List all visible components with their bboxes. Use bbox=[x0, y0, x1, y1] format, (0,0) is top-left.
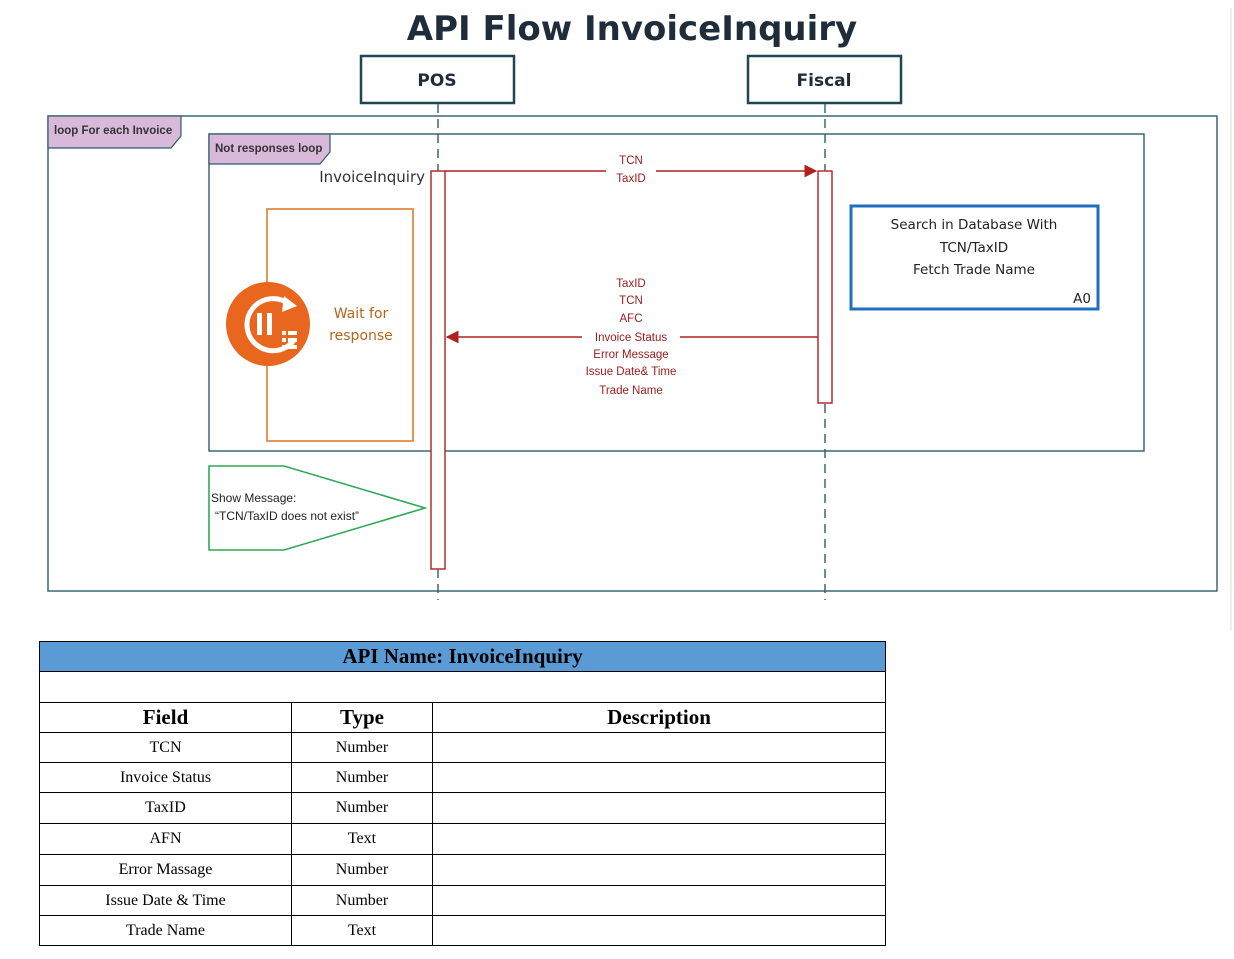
field-cell: AFN bbox=[39, 823, 292, 855]
field-cell: Invoice Status bbox=[39, 762, 292, 793]
loop-frame-tag bbox=[47, 115, 182, 149]
description-cell bbox=[431, 915, 887, 946]
column-header-description: Description bbox=[431, 702, 887, 733]
column-header-field: Field bbox=[39, 702, 292, 733]
type-cell: Number bbox=[291, 762, 433, 793]
actor-fiscal-label: Fiscal bbox=[797, 71, 852, 91]
db-note-line: TCN/TaxID bbox=[939, 240, 1008, 256]
field-cell: Trade Name bbox=[39, 915, 292, 946]
type-cell: Number bbox=[291, 854, 433, 886]
pause-refresh-icon bbox=[226, 282, 310, 366]
table-row: TCN Number bbox=[39, 732, 887, 763]
request-line: TCN bbox=[619, 155, 643, 167]
actor-pos-label: POS bbox=[417, 71, 456, 91]
description-cell bbox=[431, 792, 887, 824]
loop-frame-label: loop For each Invoice bbox=[54, 125, 172, 137]
wait-line: response bbox=[329, 328, 393, 344]
database-search-note: Search in Database With TCN/TaxID Fetch … bbox=[849, 204, 1100, 311]
not-responses-frame-label: Not responses loop bbox=[215, 143, 322, 155]
diagram-title: API Flow InvoiceInquiry bbox=[407, 9, 857, 49]
table-row: TaxID Number bbox=[39, 792, 887, 824]
table-row: AFN Text bbox=[39, 823, 887, 855]
call-label: InvoiceInquiry bbox=[319, 168, 425, 186]
table-row: Issue Date & Time Number bbox=[39, 885, 887, 916]
loop-frame: loop For each Invoice bbox=[47, 115, 1218, 592]
response-line: Error Message bbox=[593, 349, 668, 361]
field-cell: TaxID bbox=[39, 792, 292, 824]
description-cell bbox=[431, 885, 887, 916]
sequence-diagram: API Flow InvoiceInquiry POS Fiscal loop … bbox=[47, 8, 1232, 630]
api-field-table: API Name: InvoiceInquiry Field Type Desc… bbox=[38, 641, 887, 946]
api-name-header: API Name: InvoiceInquiry bbox=[38, 641, 887, 672]
table-row: Invoice Status Number bbox=[39, 762, 887, 793]
description-cell bbox=[431, 823, 887, 855]
response-line: TCN bbox=[619, 295, 643, 307]
db-note-line: Search in Database With bbox=[891, 217, 1058, 233]
type-cell: Number bbox=[291, 885, 433, 916]
db-note-line: Fetch Trade Name bbox=[913, 262, 1035, 278]
fiscal-activation-bar bbox=[817, 170, 833, 404]
request-line: TaxID bbox=[616, 173, 645, 185]
field-cell: TCN bbox=[39, 732, 292, 763]
response-line: AFC bbox=[620, 313, 643, 325]
show-message-line: Show Message: bbox=[211, 491, 296, 505]
not-responses-frame: Not responses loop bbox=[208, 133, 1145, 452]
type-cell: Text bbox=[291, 915, 433, 946]
description-cell bbox=[431, 762, 887, 793]
response-label-bg bbox=[582, 274, 680, 396]
pos-activation-bar bbox=[430, 170, 446, 570]
wait-line: Wait for bbox=[334, 306, 389, 322]
field-cell: Error Massage bbox=[39, 854, 292, 886]
type-cell: Number bbox=[291, 732, 433, 763]
type-cell: Number bbox=[291, 792, 433, 824]
field-cell: Issue Date & Time bbox=[39, 885, 292, 916]
show-message-shape: Show Message: “TCN/TaxID does not exist” bbox=[208, 465, 428, 551]
show-message-line: “TCN/TaxID does not exist” bbox=[215, 509, 359, 523]
response-line: Trade Name bbox=[599, 385, 663, 397]
table-row: Trade Name Text bbox=[39, 915, 887, 946]
description-cell bbox=[431, 854, 887, 886]
column-header-type: Type bbox=[291, 702, 433, 733]
response-line: TaxID bbox=[616, 278, 645, 290]
response-line: Invoice Status bbox=[595, 332, 667, 344]
blank-row bbox=[38, 671, 887, 703]
actor-pos: POS bbox=[359, 54, 516, 105]
not-responses-frame-tag bbox=[208, 133, 331, 165]
table-row: Error Massage Number bbox=[39, 854, 887, 886]
response-line: Issue Date& Time bbox=[586, 366, 677, 378]
db-note-tag: A0 bbox=[1073, 291, 1091, 307]
actor-fiscal: Fiscal bbox=[746, 54, 903, 105]
type-cell: Text bbox=[291, 823, 433, 855]
description-cell bbox=[431, 732, 887, 763]
request-label-bg bbox=[606, 152, 656, 186]
